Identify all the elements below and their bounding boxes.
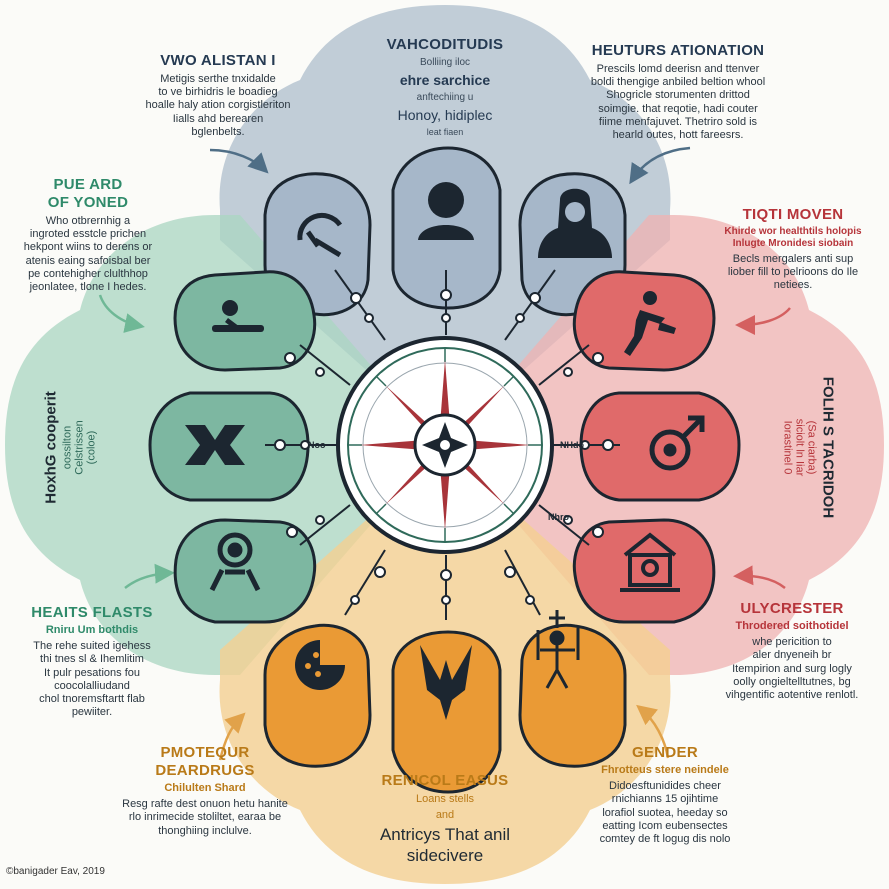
right-vertical-title: FOLIH S TACRIDOH bbox=[819, 376, 837, 519]
left-lower-body: The rehe suited igehess thi tnes sl & Ih… bbox=[33, 640, 151, 719]
bottom-text-block: RENICOL EASUS Loans stells and Antricys … bbox=[350, 772, 540, 866]
hooded-person-icon bbox=[538, 188, 612, 258]
pod-left-1 bbox=[173, 270, 317, 372]
bottom-line-2: and bbox=[435, 809, 455, 822]
top-line-2: ehre sarchice bbox=[399, 72, 491, 88]
connector-label-right: NHdo bbox=[560, 440, 584, 450]
connectors bbox=[265, 269, 620, 620]
running-person-icon bbox=[624, 291, 676, 356]
left-vertical-text-block: HoxhG cooperit oossilton Celstrissen (co… bbox=[43, 368, 98, 528]
top-line-3: anftechiing u bbox=[416, 91, 474, 103]
connector-rings bbox=[274, 289, 614, 605]
eagle-icon bbox=[420, 645, 472, 720]
person-circle-icon bbox=[209, 532, 261, 592]
top-right-text-block: HEUTURS ATIONATION Prescils lomd deerisn… bbox=[568, 42, 788, 142]
bottom-right-title: GENDER bbox=[632, 744, 698, 761]
right-vertical-text-block: FOLIH S TACRIDOH (Sa ciarba) siciolt ln … bbox=[782, 363, 837, 533]
right-lower-title: ULYCRESTER bbox=[740, 600, 844, 617]
bottom-right-sub: Fhrotteus stere neindele bbox=[601, 764, 729, 776]
figure-cross-icon bbox=[536, 610, 580, 689]
right-lower-body: whe pericition to aler dnyeneih br Itemp… bbox=[725, 636, 859, 701]
left-lower-sub: Rniru Um bothdis bbox=[45, 624, 139, 636]
gauge-icon bbox=[297, 213, 343, 258]
bottom-title: RENICOL EASUS bbox=[381, 772, 509, 789]
bottom-right-text-block: GENDER Fhrotteus stere neindele Didoesft… bbox=[580, 744, 750, 846]
top-left-body: Metigis serthe tnxidalde to ve birhidris… bbox=[145, 73, 291, 138]
head-profile-icon bbox=[418, 182, 474, 240]
top-line-1: Bolliing iloc bbox=[419, 57, 471, 68]
bottom-line-3: Antricys That anil bbox=[379, 825, 511, 845]
left-upper-text-block: PUE ARD OF YONED Who otbrernhig a ingrot… bbox=[0, 176, 176, 294]
bottom-left-body: Resg rafte dest onuon hetu hanite rlo in… bbox=[122, 798, 288, 837]
top-line-5: leat fiaen bbox=[426, 126, 464, 137]
cross-arrows-icon bbox=[185, 425, 245, 465]
bottom-line-1: Loans stells bbox=[415, 793, 475, 805]
left-lower-title: HEAITS FLASTS bbox=[31, 604, 153, 621]
top-line-4: Honoy, hidiplec bbox=[397, 106, 493, 123]
right-lower-text-block: ULYCRESTER Throdered soithotidel whe per… bbox=[702, 600, 882, 702]
left-upper-title: PUE ARD OF YONED bbox=[47, 176, 129, 211]
left-upper-body: Who otbrernhig a ingroted esstcle priche… bbox=[23, 215, 153, 293]
top-left-text-block: VWO ALISTAN I Metigis serthe tnxidalde t… bbox=[118, 52, 318, 139]
bottom-left-sub: Chilulten Shard bbox=[164, 782, 246, 794]
male-symbol-icon bbox=[649, 415, 705, 471]
temple-icon bbox=[620, 532, 680, 592]
right-lower-sub: Throdered soithotidel bbox=[735, 620, 849, 632]
left-vertical-body: oossilton Celstrissen (coloe) bbox=[61, 420, 98, 475]
bottom-left-text-block: PMOTEQUR DEARDRUGS Chilulten Shard Resg … bbox=[100, 744, 310, 838]
right-upper-body: Becls mergalers anti sup liober fill to … bbox=[727, 253, 859, 292]
connector-label-lower-right: Nhro bbox=[548, 512, 569, 522]
connector-label-left: Noo bbox=[308, 440, 326, 450]
left-lower-text-block: HEAITS FLASTS Rniru Um bothdis The rehe … bbox=[10, 604, 174, 719]
bottom-line-4: sidecivere bbox=[406, 845, 484, 865]
right-vertical-body: (Sa ciarba) siciolt ln Iiar Iorastinel 0 bbox=[781, 418, 818, 477]
pacman-chart-icon bbox=[295, 640, 345, 690]
top-title: VAHCODITUDIS bbox=[386, 36, 504, 53]
right-upper-text-block: TIQTI MOVEN Khirde wor healthtils holopi… bbox=[700, 206, 886, 293]
pod-bottom-3 bbox=[518, 623, 627, 768]
copyright-text: ©banigader Eav, 2019 bbox=[6, 866, 105, 877]
top-right-body: Prescils lomd deerisn and ttenver boldi … bbox=[590, 63, 766, 141]
compass-star-icon bbox=[422, 422, 468, 468]
right-upper-title: TIQTI MOVEN bbox=[742, 206, 844, 223]
top-text-block: VAHCODITUDIS Bolliing iloc ehre sarchice… bbox=[355, 36, 535, 137]
bottom-left-title: PMOTEQUR DEARDRUGS bbox=[155, 744, 255, 779]
right-upper-sub: Khirde wor healthtils holopis Inlugte Mr… bbox=[724, 226, 862, 249]
person-lying-icon bbox=[212, 300, 264, 332]
pod-bottom-1 bbox=[263, 623, 372, 768]
left-vertical-title: HoxhG cooperit bbox=[42, 391, 60, 504]
top-right-title: HEUTURS ATIONATION bbox=[591, 42, 765, 59]
bottom-right-body: Didoesftunidides cheer rnichianns 15 oji… bbox=[599, 780, 731, 845]
top-left-title: VWO ALISTAN I bbox=[160, 52, 276, 69]
